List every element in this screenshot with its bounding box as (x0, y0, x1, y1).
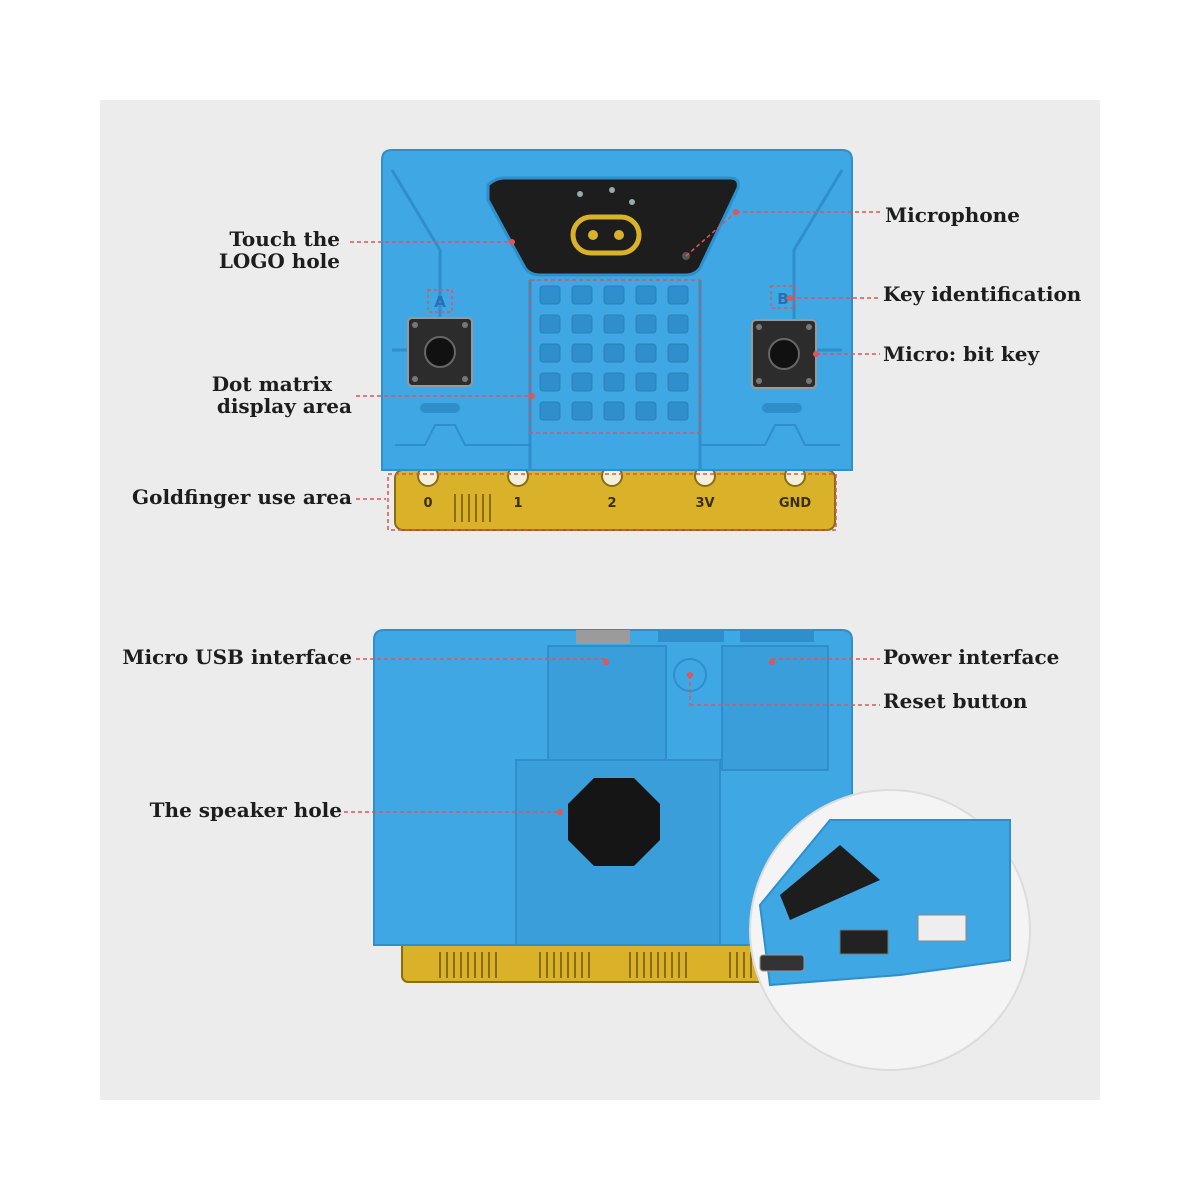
microbit-key-label: Micro: bit key (883, 342, 1040, 366)
led-cell (603, 343, 625, 363)
led-cell (603, 401, 625, 421)
led-cell (603, 285, 625, 305)
button-a[interactable] (407, 317, 473, 387)
led-cell (635, 372, 657, 392)
pin-label: 2 (607, 496, 616, 511)
logo-window (486, 176, 740, 277)
led-cell (603, 314, 625, 334)
front-case-body (381, 149, 853, 471)
speaker-hole-icon (568, 778, 660, 866)
touch-logo-icon (570, 214, 642, 256)
led-cell (667, 285, 689, 305)
inset-usb-port (759, 954, 805, 972)
micro-usb-label: Micro USB interface (122, 645, 352, 669)
zoom-inset (749, 789, 1031, 1071)
led-cell (667, 372, 689, 392)
led-cell (539, 401, 561, 421)
speaker-hole-label: The speaker hole (149, 798, 342, 822)
led-cell (635, 285, 657, 305)
button-b[interactable] (751, 319, 817, 389)
key-b-label: B (777, 290, 788, 308)
usb-port-top (576, 630, 630, 644)
reset-button-label: Reset button (883, 689, 1028, 713)
pin-labels: 0 1 2 3V GND (423, 496, 811, 511)
key-identification-label: Key identification (883, 282, 1082, 306)
led-cell (571, 343, 593, 363)
led-cell (539, 285, 561, 305)
touch-logo-label: Touch the LOGO hole (200, 228, 340, 272)
inset-power-port (917, 914, 967, 942)
led-cell (667, 401, 689, 421)
led-cell (571, 372, 593, 392)
led-cell (571, 401, 593, 421)
dot-matrix-label-line2: display area (216, 394, 352, 418)
led-cell (635, 343, 657, 363)
led-cell (571, 285, 593, 305)
power-interface-label: Power interface (883, 645, 1060, 669)
dot-matrix-label-line1: Dot matrix (211, 372, 332, 396)
front-view (381, 149, 853, 531)
callout-dots (509, 209, 819, 815)
inset-port-2 (839, 929, 889, 955)
led-cell (539, 343, 561, 363)
led-cell (635, 314, 657, 334)
back-view (373, 629, 1031, 1071)
led-cell (603, 372, 625, 392)
led-cell (667, 343, 689, 363)
pin-label: GND (779, 496, 812, 511)
pin-label: 1 (513, 496, 522, 511)
pin-label: 3V (695, 496, 714, 511)
pin-label: 0 (423, 496, 432, 511)
goldfinger-label: Goldfinger use area (132, 485, 352, 509)
dot-matrix-label: Dot matrix display area (180, 373, 352, 417)
led-cell (539, 314, 561, 334)
key-a-label: A (434, 293, 446, 311)
led-cell (635, 401, 657, 421)
led-cell (571, 314, 593, 334)
callout-lines (344, 211, 880, 813)
microphone-label: Microphone (885, 203, 1020, 227)
led-cell (667, 314, 689, 334)
led-matrix (539, 285, 689, 421)
led-cell (539, 372, 561, 392)
power-cover (721, 645, 829, 771)
touch-logo-label-line2: LOGO hole (218, 249, 340, 273)
touch-logo-label-line1: Touch the (229, 227, 340, 251)
